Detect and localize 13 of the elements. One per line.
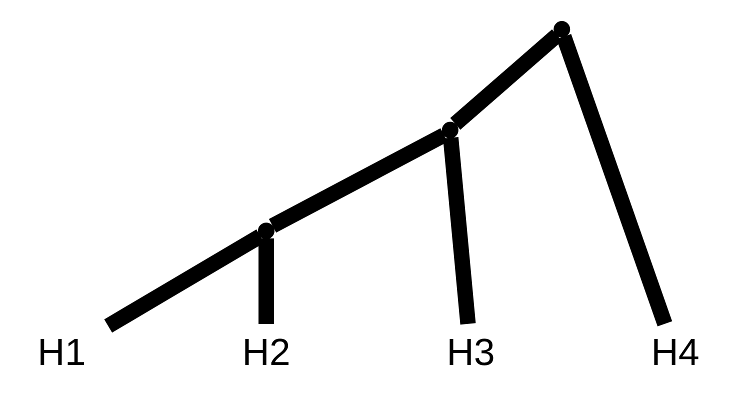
connector	[258, 238, 274, 324]
node-text: H1	[38, 332, 86, 374]
connector	[268, 128, 448, 233]
connector	[104, 229, 264, 333]
node-point	[442, 122, 458, 138]
node-point	[554, 21, 570, 38]
connector	[450, 29, 562, 130]
node-point	[258, 222, 275, 240]
node-text: H3	[446, 332, 495, 374]
connector	[556, 34, 672, 326]
node-text: H4	[651, 332, 700, 374]
connector	[443, 137, 476, 325]
node-text: H2	[242, 332, 290, 374]
